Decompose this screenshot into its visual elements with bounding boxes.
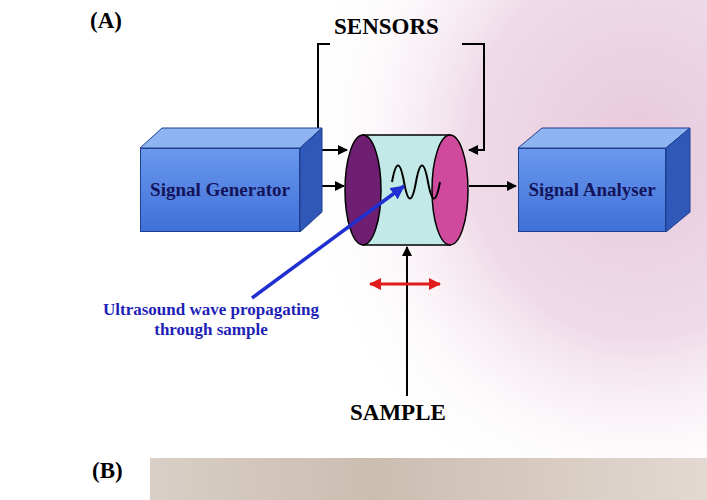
box-side-face xyxy=(300,128,322,232)
instrument-box: Signal Analyser xyxy=(518,148,666,232)
sensors-label: SENSORS xyxy=(334,14,439,40)
sensors-bracket xyxy=(462,44,484,150)
box-side-face xyxy=(666,128,690,232)
sensors-bracket xyxy=(318,44,347,150)
wave-callout: Ultrasound wave propagating through samp… xyxy=(82,300,340,341)
sample-label: SAMPLE xyxy=(350,400,446,426)
signal-arrow xyxy=(296,185,344,187)
background-glow xyxy=(250,0,707,500)
sample-pointer xyxy=(406,247,408,396)
box-top-face xyxy=(140,128,322,148)
sensor-disc-left xyxy=(345,135,381,245)
ultrasound-wave xyxy=(392,166,440,199)
photo-b xyxy=(150,458,707,500)
thickness-arrow xyxy=(370,283,440,286)
box-text: Signal Analyser xyxy=(528,179,655,201)
panel-label: (A) xyxy=(90,8,122,34)
signal-arrow xyxy=(469,185,516,187)
panel-label: (B) xyxy=(92,458,123,484)
box-text: Signal Generator xyxy=(150,179,290,201)
box-top-face xyxy=(518,128,690,148)
instrument-box: Signal Generator xyxy=(140,148,300,232)
